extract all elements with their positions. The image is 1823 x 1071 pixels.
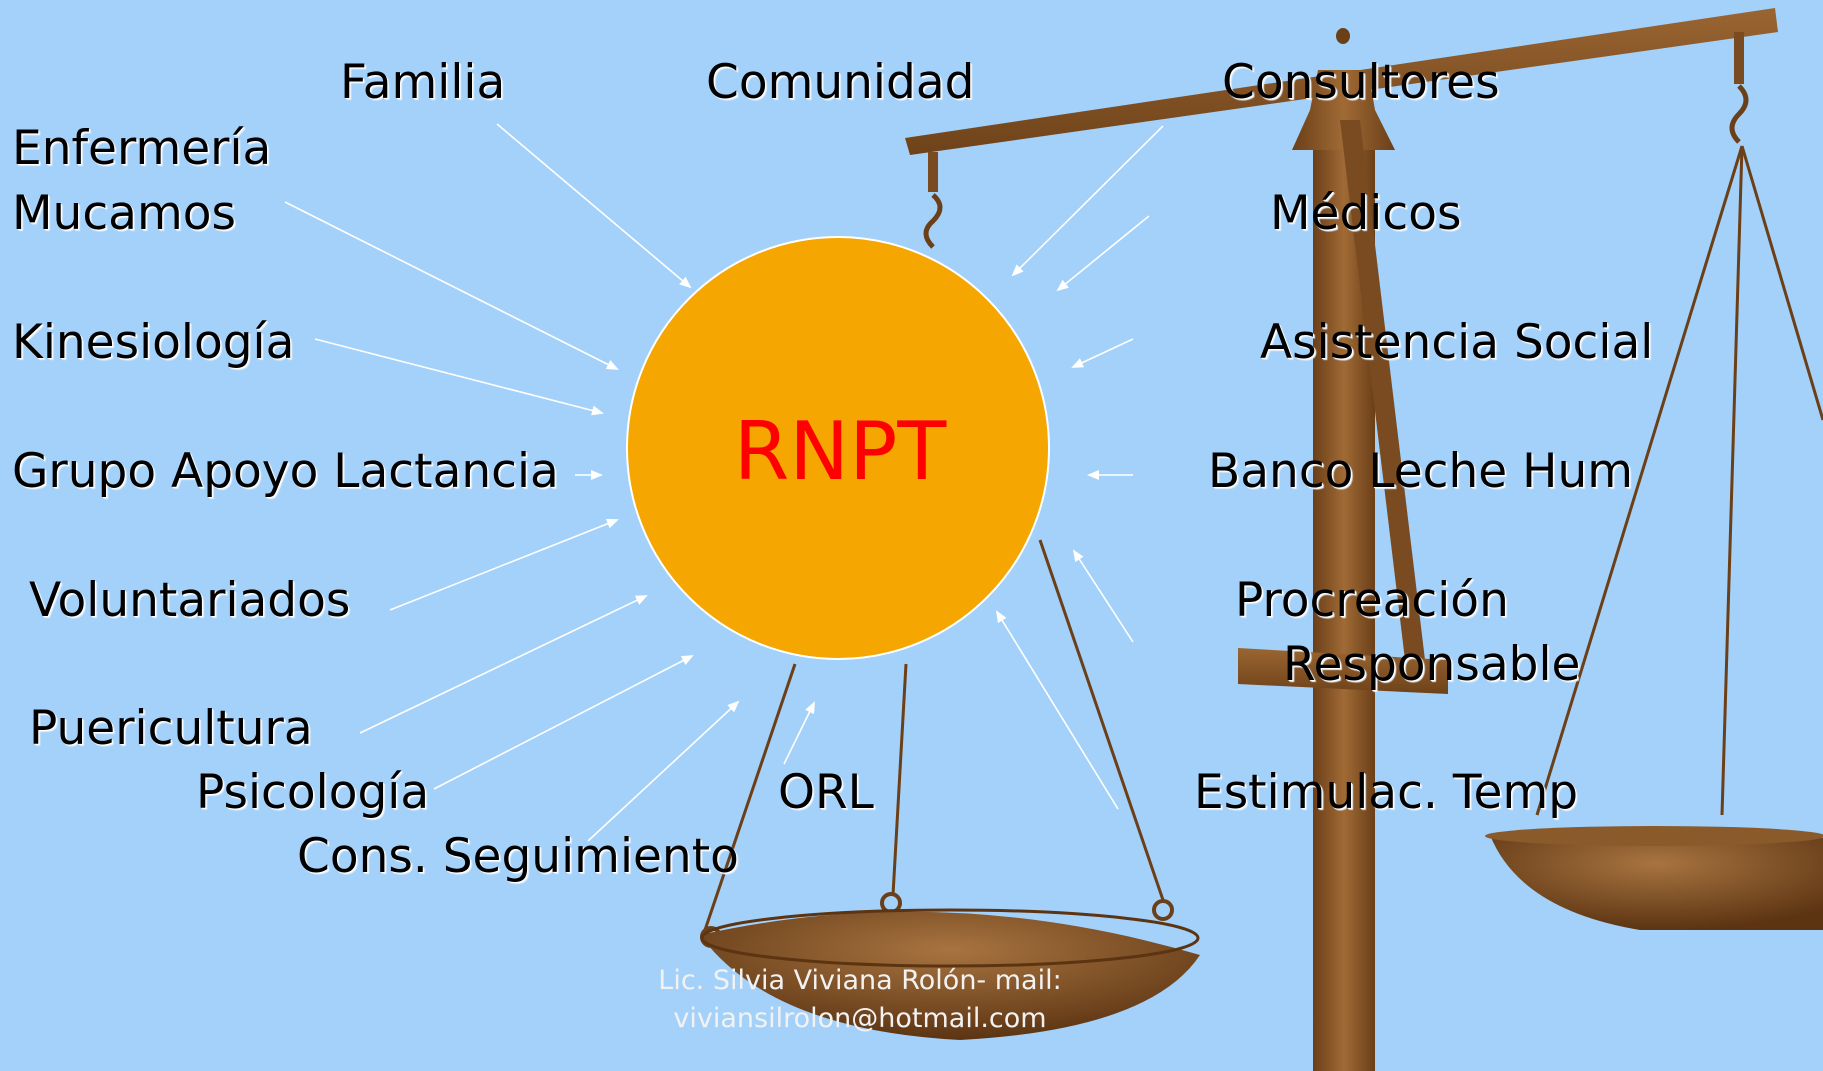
footer-email: viviansilrolon@hotmail.com <box>673 1003 1047 1034</box>
label-grupo-apoyo: Grupo Apoyo Lactancia <box>12 444 559 499</box>
label-procreacion: Procreación <box>1235 573 1509 628</box>
left-hook <box>923 193 943 249</box>
label-consultores: Consultores <box>1222 55 1500 110</box>
label-estimulac: Estimulac. Temp <box>1194 765 1579 820</box>
arrow-enfermeria <box>284 201 619 370</box>
arrow-kinesiologia <box>314 338 604 416</box>
left-pan <box>700 911 1200 1040</box>
label-kinesiologia: Kinesiología <box>12 315 295 370</box>
footer-credit: Lic. Silvia Viviana Rolón- mail: vivians… <box>560 962 1160 1038</box>
label-puericultura: Puericultura <box>29 701 313 756</box>
center-label: RNPT <box>733 405 947 498</box>
left-hanger <box>928 152 938 192</box>
arrow-voluntariados <box>389 519 619 611</box>
label-medicos: Médicos <box>1270 186 1462 241</box>
scale-crossbar <box>1238 648 1448 694</box>
label-asistencia-social: Asistencia Social <box>1260 315 1654 370</box>
arrow-asistencia <box>1071 338 1134 368</box>
scale-pointer <box>1340 120 1425 660</box>
label-banco-leche: Banco Leche Hum <box>1208 444 1634 499</box>
label-responsable: Responsable <box>1283 637 1581 692</box>
label-voluntariados: Voluntariados <box>29 573 351 628</box>
right-pan <box>1490 835 1823 930</box>
arrow-medicos <box>1056 215 1150 292</box>
arrow-estimulac <box>995 610 1119 810</box>
label-orl: ORL <box>778 765 874 820</box>
label-psicologia: Psicología <box>196 765 430 820</box>
label-familia: Familia <box>340 55 506 110</box>
center-circle <box>626 236 1050 660</box>
arrow-psicologia <box>433 655 694 790</box>
right-hanger <box>1734 32 1744 84</box>
label-enfermeria: Enfermería <box>12 121 272 176</box>
arrow-familia <box>496 123 692 289</box>
label-comunidad: Comunidad <box>706 55 975 110</box>
right-hook <box>1729 84 1749 144</box>
label-cons-seguimiento: Cons. Seguimiento <box>297 829 739 884</box>
arrow-orl <box>783 701 815 765</box>
label-mucamos: Mucamos <box>12 186 237 241</box>
arrow-puericultura <box>359 595 648 734</box>
footer-line-1: Lic. Silvia Viviana Rolón- mail: <box>658 965 1062 996</box>
arrow-cons-seguimiento <box>587 700 740 842</box>
arrow-procreacion <box>1072 549 1134 643</box>
scale-crown <box>1292 70 1395 150</box>
arrow-consultores <box>1011 125 1164 277</box>
scale-pivot <box>1336 28 1350 44</box>
connector-arrows <box>284 123 1164 842</box>
